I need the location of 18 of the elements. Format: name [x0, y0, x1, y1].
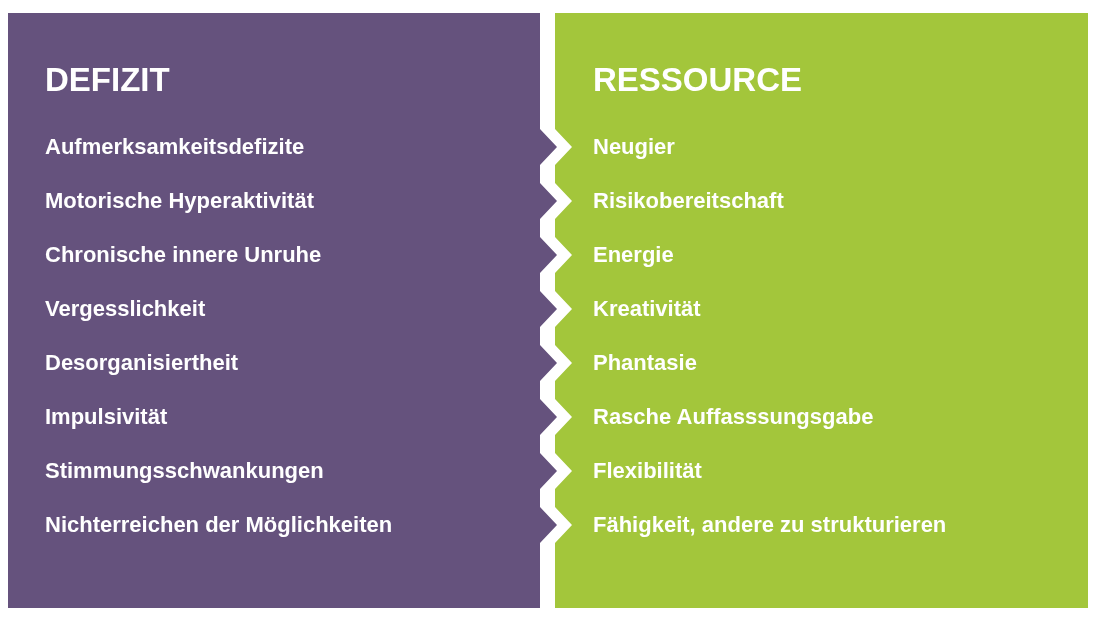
list-item: Phantasie: [593, 350, 697, 376]
list-item: Neugier: [593, 134, 675, 160]
list-item: Desorganisiertheit: [45, 350, 239, 376]
list-item: Nichterreichen der Möglichkeiten: [45, 512, 393, 538]
list-item: Flexibilität: [593, 458, 702, 484]
list-item: Vergesslichkeit: [45, 296, 206, 322]
list-item: Chronische innere Unruhe: [45, 242, 322, 268]
list-item: Aufmerksamkeitsdefizite: [45, 134, 305, 160]
list-item: Impulsivität: [45, 404, 168, 430]
list-item: Stimmungsschwankungen: [45, 458, 324, 484]
list-item: Fähigkeit, andere zu strukturieren: [593, 512, 947, 538]
list-item: Motorische Hyperaktivität: [45, 188, 314, 214]
list-item: Kreativität: [593, 296, 701, 322]
column-heading: DEFIZIT: [45, 61, 170, 99]
list-item: Energie: [593, 242, 674, 268]
list-item: Risikobereitschaft: [593, 188, 784, 214]
column-heading: RESSOURCE: [593, 61, 803, 99]
list-item: Rasche Auffasssungsgabe: [593, 404, 874, 430]
